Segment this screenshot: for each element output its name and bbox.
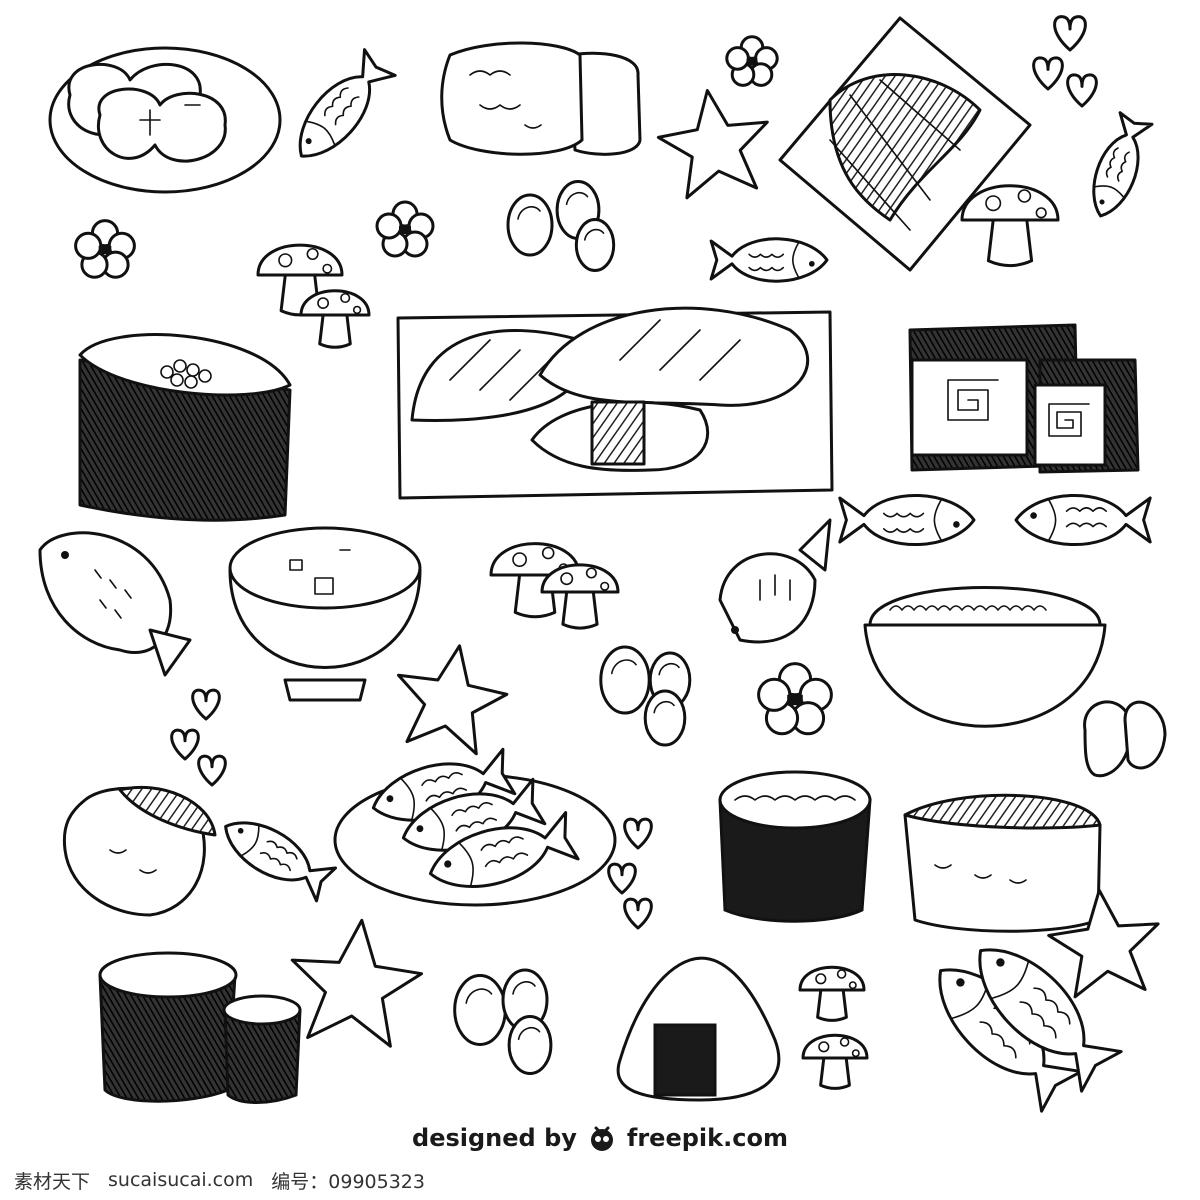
- credit-line: designed by freepik.com: [0, 1120, 1200, 1156]
- star-icon: [651, 81, 778, 203]
- maki-rolls-illustration: [910, 325, 1138, 472]
- rice-ball-illustration: [64, 787, 215, 915]
- plate-fishcake-illustration: [50, 48, 280, 192]
- gunkan-sushi-illustration: [720, 772, 870, 921]
- credit-prefix: designed by: [412, 1124, 577, 1152]
- rice-blocks-illustration: [442, 43, 640, 154]
- heart-icon: [1068, 75, 1097, 106]
- mushroom-icon: [801, 1033, 869, 1090]
- fish-tray-illustration: [780, 18, 1030, 270]
- eggs-illustration: [599, 645, 692, 747]
- freepik-logo-icon: [590, 1126, 613, 1151]
- eggs-illustration: [506, 180, 615, 272]
- heart-icon: [606, 862, 638, 895]
- fish-small-illustration: [709, 237, 829, 283]
- mushroom-icon: [960, 184, 1060, 268]
- mushroom-icon: [798, 966, 866, 1022]
- onigiri-illustration: [618, 958, 779, 1100]
- flatfish-illustration: [40, 533, 190, 675]
- sushi-block-illustration: [80, 335, 290, 521]
- star-icon: [282, 911, 429, 1051]
- flower-icon: [725, 35, 779, 87]
- heart-icon: [622, 817, 654, 850]
- fish-pair-illustration: [838, 493, 1152, 547]
- eggs-illustration: [452, 968, 553, 1075]
- fish-small-illustration: [1081, 110, 1156, 224]
- flatfish-illustration: [720, 520, 830, 642]
- maki-cups-illustration: [100, 953, 300, 1103]
- soup-bowl-illustration: [230, 528, 420, 700]
- fish-small-illustration: [213, 806, 339, 905]
- star-icon: [385, 634, 516, 759]
- leaves-illustration: [1085, 702, 1165, 776]
- watermark-id-label: 编号：: [271, 1170, 329, 1193]
- watermark-bar: 素材天下 sucaisucai.com 编号：09905323: [0, 1165, 1200, 1195]
- heart-icon: [196, 754, 228, 787]
- flower-icon: [74, 219, 136, 279]
- mushroom-icon: [299, 289, 371, 349]
- plate-fish-illustration: [335, 745, 615, 905]
- watermark-id: 编号：09905323: [271, 1167, 425, 1194]
- heart-icon: [1055, 17, 1086, 50]
- watermark-site: 素材天下: [14, 1170, 91, 1193]
- credit-brand: freepik.com: [626, 1124, 788, 1152]
- heart-icon: [169, 728, 201, 761]
- heart-icon: [622, 897, 654, 930]
- fish-upright-illustration: [282, 46, 399, 172]
- heart-icon: [190, 688, 222, 721]
- heart-icon: [1034, 58, 1063, 89]
- rice-bowl-illustration: [865, 588, 1105, 727]
- sushi-platter-illustration: [398, 308, 832, 498]
- flower-icon: [375, 200, 435, 258]
- watermark-domain: sucaisucai.com: [108, 1169, 254, 1191]
- watermark-id-value: 09905323: [328, 1170, 425, 1193]
- rice-block-fish-illustration: [905, 795, 1100, 931]
- flower-icon: [756, 661, 834, 736]
